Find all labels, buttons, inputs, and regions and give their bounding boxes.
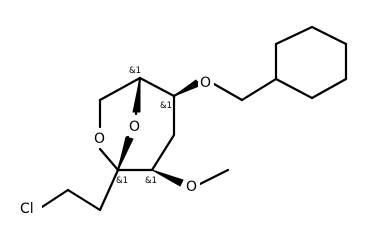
bond-o-ring-cq	[98, 147, 120, 172]
atom-o-methoxy: O	[186, 179, 197, 195]
atom-o-ring: O	[94, 131, 105, 147]
bond-o-methyl	[198, 168, 230, 186]
bond	[274, 77, 314, 100]
atom-cl: Cl	[20, 201, 34, 217]
bond-c-top-ch2	[98, 76, 142, 102]
stereo-label-right: &1	[160, 101, 172, 111]
stereo-label-top: &1	[129, 66, 141, 76]
molecule-structure: O O O O Cl &1 &1 &1 &1	[18, 25, 348, 218]
wedge-bond	[117, 136, 134, 171]
atom-label-bg	[198, 72, 214, 92]
wedge-bond	[151, 169, 184, 187]
stereo-label-quaternary: &1	[116, 176, 128, 186]
bond-c-mid-c-bottom	[150, 133, 176, 172]
atom-label-bg	[184, 176, 200, 196]
bond	[274, 25, 314, 46]
atom-label-bg	[18, 198, 42, 218]
bond-cq-ch2	[98, 168, 120, 212]
atom-label-bg	[92, 128, 108, 148]
bond-ch2-cl	[40, 188, 70, 209]
stereo-label-bottom-right: &1	[145, 176, 157, 186]
cyclohexyl-ring	[274, 25, 348, 100]
bond-ch2-ring	[240, 77, 278, 102]
atom-o-ether: O	[200, 75, 211, 91]
wedge-bond	[132, 77, 141, 113]
bond-ch2-o	[212, 82, 244, 102]
wedge-bond	[173, 79, 200, 97]
atom-label-bg	[127, 116, 143, 136]
bond-ch2-ch2	[66, 188, 102, 212]
bond	[310, 25, 348, 46]
bond	[310, 77, 348, 100]
atom-o-bridge: O	[129, 119, 140, 135]
bond-c-right-c-top	[138, 76, 176, 98]
